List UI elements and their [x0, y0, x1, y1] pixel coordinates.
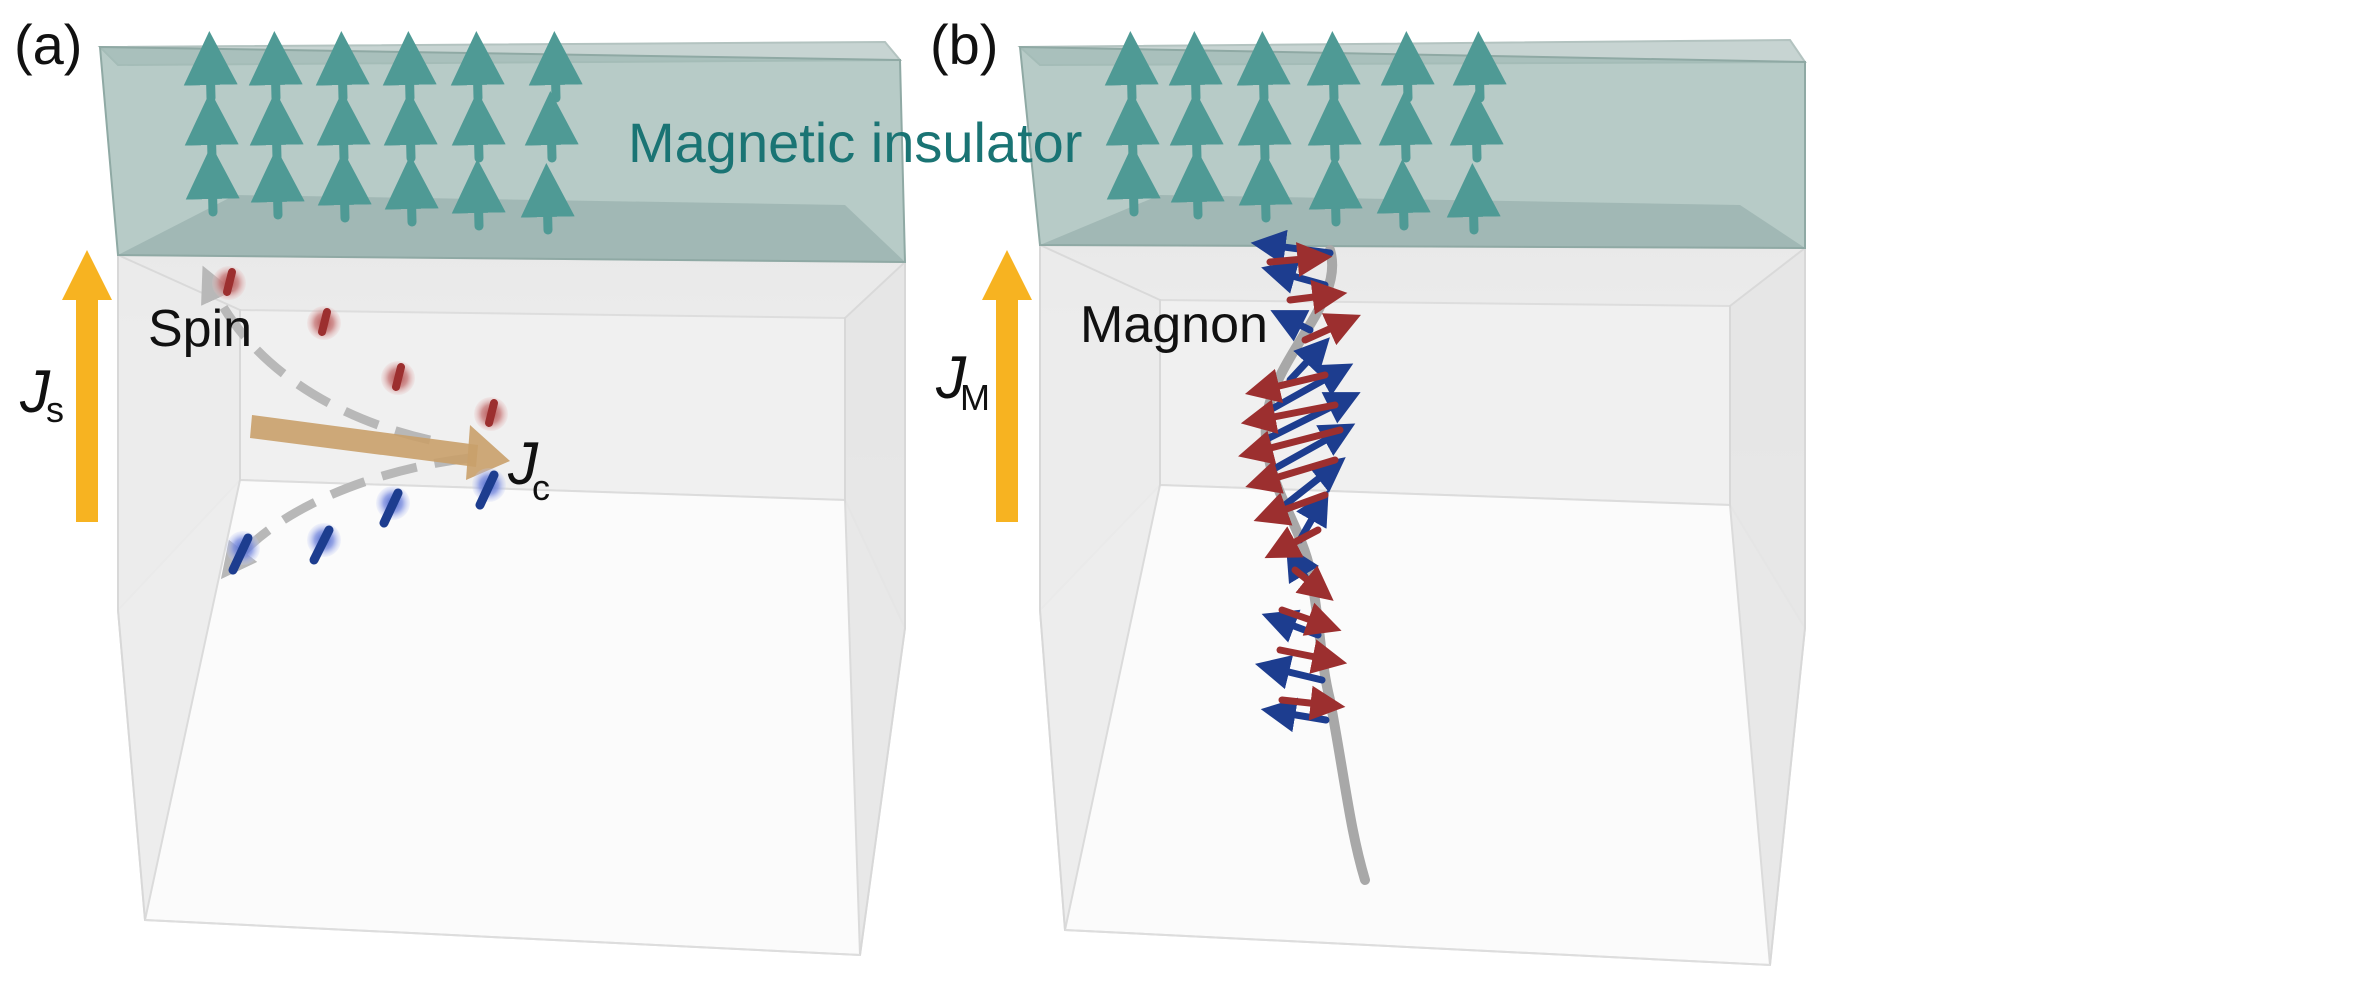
- moment-arrow: [1238, 151, 1293, 223]
- moment-arrow: [1168, 31, 1223, 103]
- magnon-current-arrow: [982, 250, 1032, 522]
- panel-a-label: (a): [14, 13, 82, 76]
- jm-subscript: M: [960, 377, 990, 418]
- moment-arrow: [1452, 31, 1507, 103]
- magnon-spin: [1281, 457, 1346, 509]
- moment-arrow: [1378, 91, 1433, 163]
- magnon-spin: [1253, 491, 1329, 526]
- insulator-bottom-band-b: [1040, 195, 1805, 248]
- magnon-spins-red: [1238, 242, 1361, 721]
- metal-box-right-b: [1729, 245, 1806, 966]
- panel-b-label: (b): [930, 13, 998, 76]
- metal-box-right: [844, 259, 906, 956]
- magnon-spin: [1286, 337, 1330, 384]
- magnon-spin: [1301, 313, 1361, 346]
- insulator-bottom-band: [118, 195, 905, 262]
- moment-arrow: [1105, 91, 1160, 163]
- spin-current-arrow: [62, 250, 112, 522]
- moment-arrow: [317, 151, 372, 223]
- moment-arrow: [315, 31, 370, 103]
- moment-arrow: [384, 155, 439, 227]
- moment-arrow: [524, 91, 579, 163]
- magnon-spins-blue: [1250, 229, 1361, 733]
- moment-arrow: [1169, 91, 1224, 163]
- spin-up-electrons: [212, 266, 508, 431]
- metal-box-left-b: [1039, 243, 1161, 931]
- magnon-label: Magnon: [1080, 296, 1268, 354]
- magnetic-moments-a: [183, 31, 583, 235]
- magnon-spin: [1244, 368, 1329, 403]
- moment-arrow: [248, 31, 303, 103]
- magnon-spin: [1254, 655, 1326, 690]
- moment-arrow: [1236, 31, 1291, 103]
- magnon-spin: [1240, 399, 1339, 434]
- magnon-spin: [1276, 639, 1348, 674]
- metal-box-floor-b: [1038, 483, 1807, 967]
- js-label: J: [19, 358, 51, 425]
- magnetic-moments-b: [1104, 31, 1507, 235]
- js-subscript: s: [46, 389, 64, 430]
- moment-arrow: [250, 148, 305, 220]
- moment-arrow: [1306, 31, 1361, 103]
- magnon-spin: [1278, 602, 1342, 636]
- jm-label: J: [935, 344, 967, 411]
- spin-down-electrons: [226, 468, 506, 575]
- moment-arrow: [316, 91, 371, 163]
- moment-arrow: [1307, 91, 1362, 163]
- magnon-spin: [1245, 456, 1339, 494]
- moment-arrow: [451, 159, 506, 231]
- moment-arrow: [451, 91, 506, 163]
- magnetic-insulator-label: Magnetic insulator: [628, 111, 1082, 174]
- panel-a: [62, 31, 907, 957]
- spin-label: Spin: [148, 300, 252, 358]
- magnon-spin: [1266, 242, 1333, 277]
- moment-arrow: [183, 31, 238, 103]
- charge-current-arrow: [250, 415, 510, 480]
- moment-arrow: [1376, 159, 1431, 231]
- magnon-spin: [1291, 565, 1334, 601]
- magnon-spin: [1264, 526, 1322, 559]
- moment-arrow: [1106, 145, 1161, 217]
- moment-arrow: [520, 163, 575, 235]
- moment-arrow: [1170, 148, 1225, 220]
- spin-up-path: [201, 265, 431, 445]
- moment-arrow: [1449, 91, 1504, 163]
- moment-arrow: [1237, 91, 1292, 163]
- moment-arrow: [1308, 155, 1363, 227]
- moment-arrow: [1104, 31, 1159, 103]
- jc-label: J: [507, 430, 539, 497]
- moment-arrow: [184, 91, 239, 163]
- magnon-spin: [1238, 426, 1344, 465]
- magnon-spin: [1286, 279, 1348, 315]
- moment-arrow: [185, 145, 240, 217]
- magnon-spin: [1278, 685, 1346, 721]
- moment-arrow: [1446, 163, 1501, 235]
- moment-arrow: [528, 31, 583, 103]
- moment-arrow: [249, 91, 304, 163]
- moment-arrow: [382, 31, 437, 103]
- moment-arrow: [383, 91, 438, 163]
- magnon-spin: [1266, 363, 1354, 414]
- moment-arrow: [450, 31, 505, 103]
- jc-subscript: c: [532, 467, 550, 508]
- panel-b: [982, 31, 1807, 967]
- magnon-spin: [1270, 310, 1314, 342]
- moment-arrow: [1380, 31, 1435, 103]
